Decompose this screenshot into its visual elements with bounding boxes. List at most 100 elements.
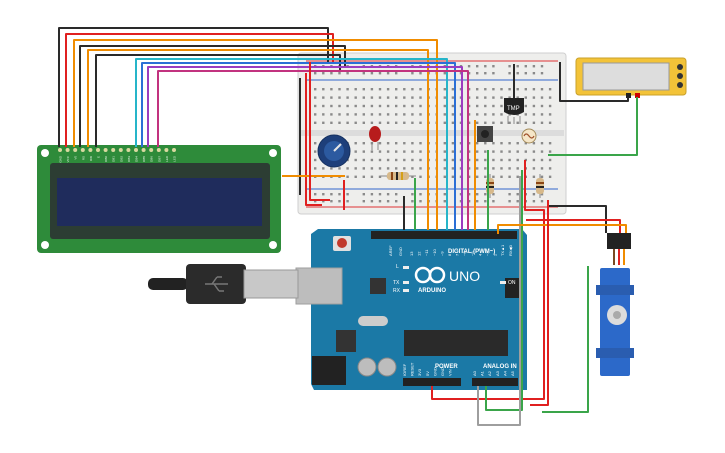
arduino-pin-label: GND [432,367,437,376]
regulator [336,330,356,352]
lcd-pin-label: DB6 [150,156,154,162]
brand-uno: UNO [449,268,480,284]
arduino-pin-label: 4 [477,253,482,256]
lcd-pin[interactable] [65,148,70,152]
lcd-pin-label: E [97,156,101,158]
arduino-pin-label: ~9 [439,251,444,256]
usb-symbol-icon [205,276,228,292]
lcd-pin[interactable] [156,148,161,152]
resistor-led [380,172,416,180]
arduino-pin-label: TX▲1 [500,244,505,256]
lcd-pin-label: DB7 [157,156,161,162]
lcd-pin[interactable] [73,148,78,152]
lcd-pin[interactable] [164,148,169,152]
wire-green-a1 [485,170,523,411]
atmega-chip [404,330,508,356]
arduino-pin-label: 2 [493,253,498,256]
push-button[interactable] [477,126,493,142]
arduino-logo-icon [414,266,446,284]
lcd-pin-label: LED [173,155,177,162]
wire-cyan-lcd [135,58,448,230]
lcd-pin[interactable] [141,148,146,152]
resistor-ldr [536,174,544,198]
arduino-pin-label: 3V3 [417,368,422,376]
lcd-pin[interactable] [96,148,100,152]
analog-header [472,378,518,386]
breadboard[interactable] [297,52,567,215]
lcd-pin-label: VCC [66,155,70,162]
wire-orange-lcd [73,39,438,230]
lcd-pin[interactable] [172,148,176,152]
wire-red-ldr [530,200,549,406]
potentiometer[interactable] [317,134,351,168]
arduino-pin-label: GND [440,367,445,376]
rx-led [403,289,409,292]
arduino-pin-label: VIN [448,369,453,376]
arduino-pin-label: 7 [455,253,460,256]
arduino-pin-label: RX◀0 [508,244,513,256]
digital-header-label: DIGITAL (PWM~) [448,249,495,255]
power-header-label: POWER [435,364,458,370]
on-led [500,281,506,284]
wire-red-left-rail [305,73,322,206]
wire-green-servo-sig [542,266,589,413]
photoresistor [521,128,537,144]
reset-button-cap[interactable] [337,238,347,248]
analog-header-label: ANALOG IN [483,364,517,370]
wires [58,27,638,426]
lcd-pin-label: DB1 [112,156,116,162]
multimeter-knob-1[interactable] [677,64,683,70]
lcd-pin[interactable] [58,148,62,152]
wire-red-top [309,62,330,201]
tx-led-label: TX [393,280,400,286]
temperature-sensor: TMP [504,98,524,124]
wire-gray-a0 [477,176,521,426]
arduino-pin-label: GND [398,247,403,256]
arduino-pin-label: ~10 [432,248,437,256]
wire-purple-lcd [147,66,463,230]
lcd-pin-label: V0 [74,156,78,160]
lcd-pin-label: DB0 [104,156,108,162]
lcd-pin-label: DB4 [135,156,139,162]
power-jack [312,356,346,385]
wire-blue-lcd [141,62,456,230]
lcd-pin[interactable] [126,148,131,152]
digital-header [371,231,517,239]
arduino-pin-label: A0 [472,370,477,376]
arduino-pin-label: A2 [487,370,492,376]
power-header [403,378,461,386]
arduino-pin-label: A5 [510,370,515,376]
wire-red-multimeter [548,97,638,156]
wire-orange-lcd2 [87,49,429,230]
lcd-pin[interactable] [118,148,123,152]
tmp-sensor-label: TMP [507,106,520,112]
arduino-pin-label: 5V [425,371,430,376]
arduino-pin-label: IOREF [402,363,407,376]
multimeter-knob-2[interactable] [677,73,683,79]
servo-connector [607,233,631,249]
wire-red-servo [526,219,621,233]
lcd-pin[interactable] [134,148,138,152]
lcd-pin[interactable] [149,148,154,152]
multimeter-knob-3[interactable] [677,82,683,88]
multimeter[interactable] [575,57,687,98]
lcd-pin[interactable] [111,148,116,152]
arduino-pin-label: 13 [409,251,414,256]
usb-port [295,267,343,305]
lcd-screen [57,178,262,226]
lcd-pin[interactable] [80,148,85,152]
lcd-pin[interactable] [103,148,108,152]
servo-motor[interactable] [596,233,634,376]
lcd-pin-label: DB3 [127,156,131,162]
wire-black-multimeter [559,62,629,102]
lcd-pin[interactable] [88,148,93,152]
l-led [403,266,409,269]
lcd-pin-label: RW [89,156,93,161]
arduino-pin-label: A3 [495,370,500,376]
arduino-pin-label: ~3 [485,251,490,256]
usb-cable [148,264,299,304]
